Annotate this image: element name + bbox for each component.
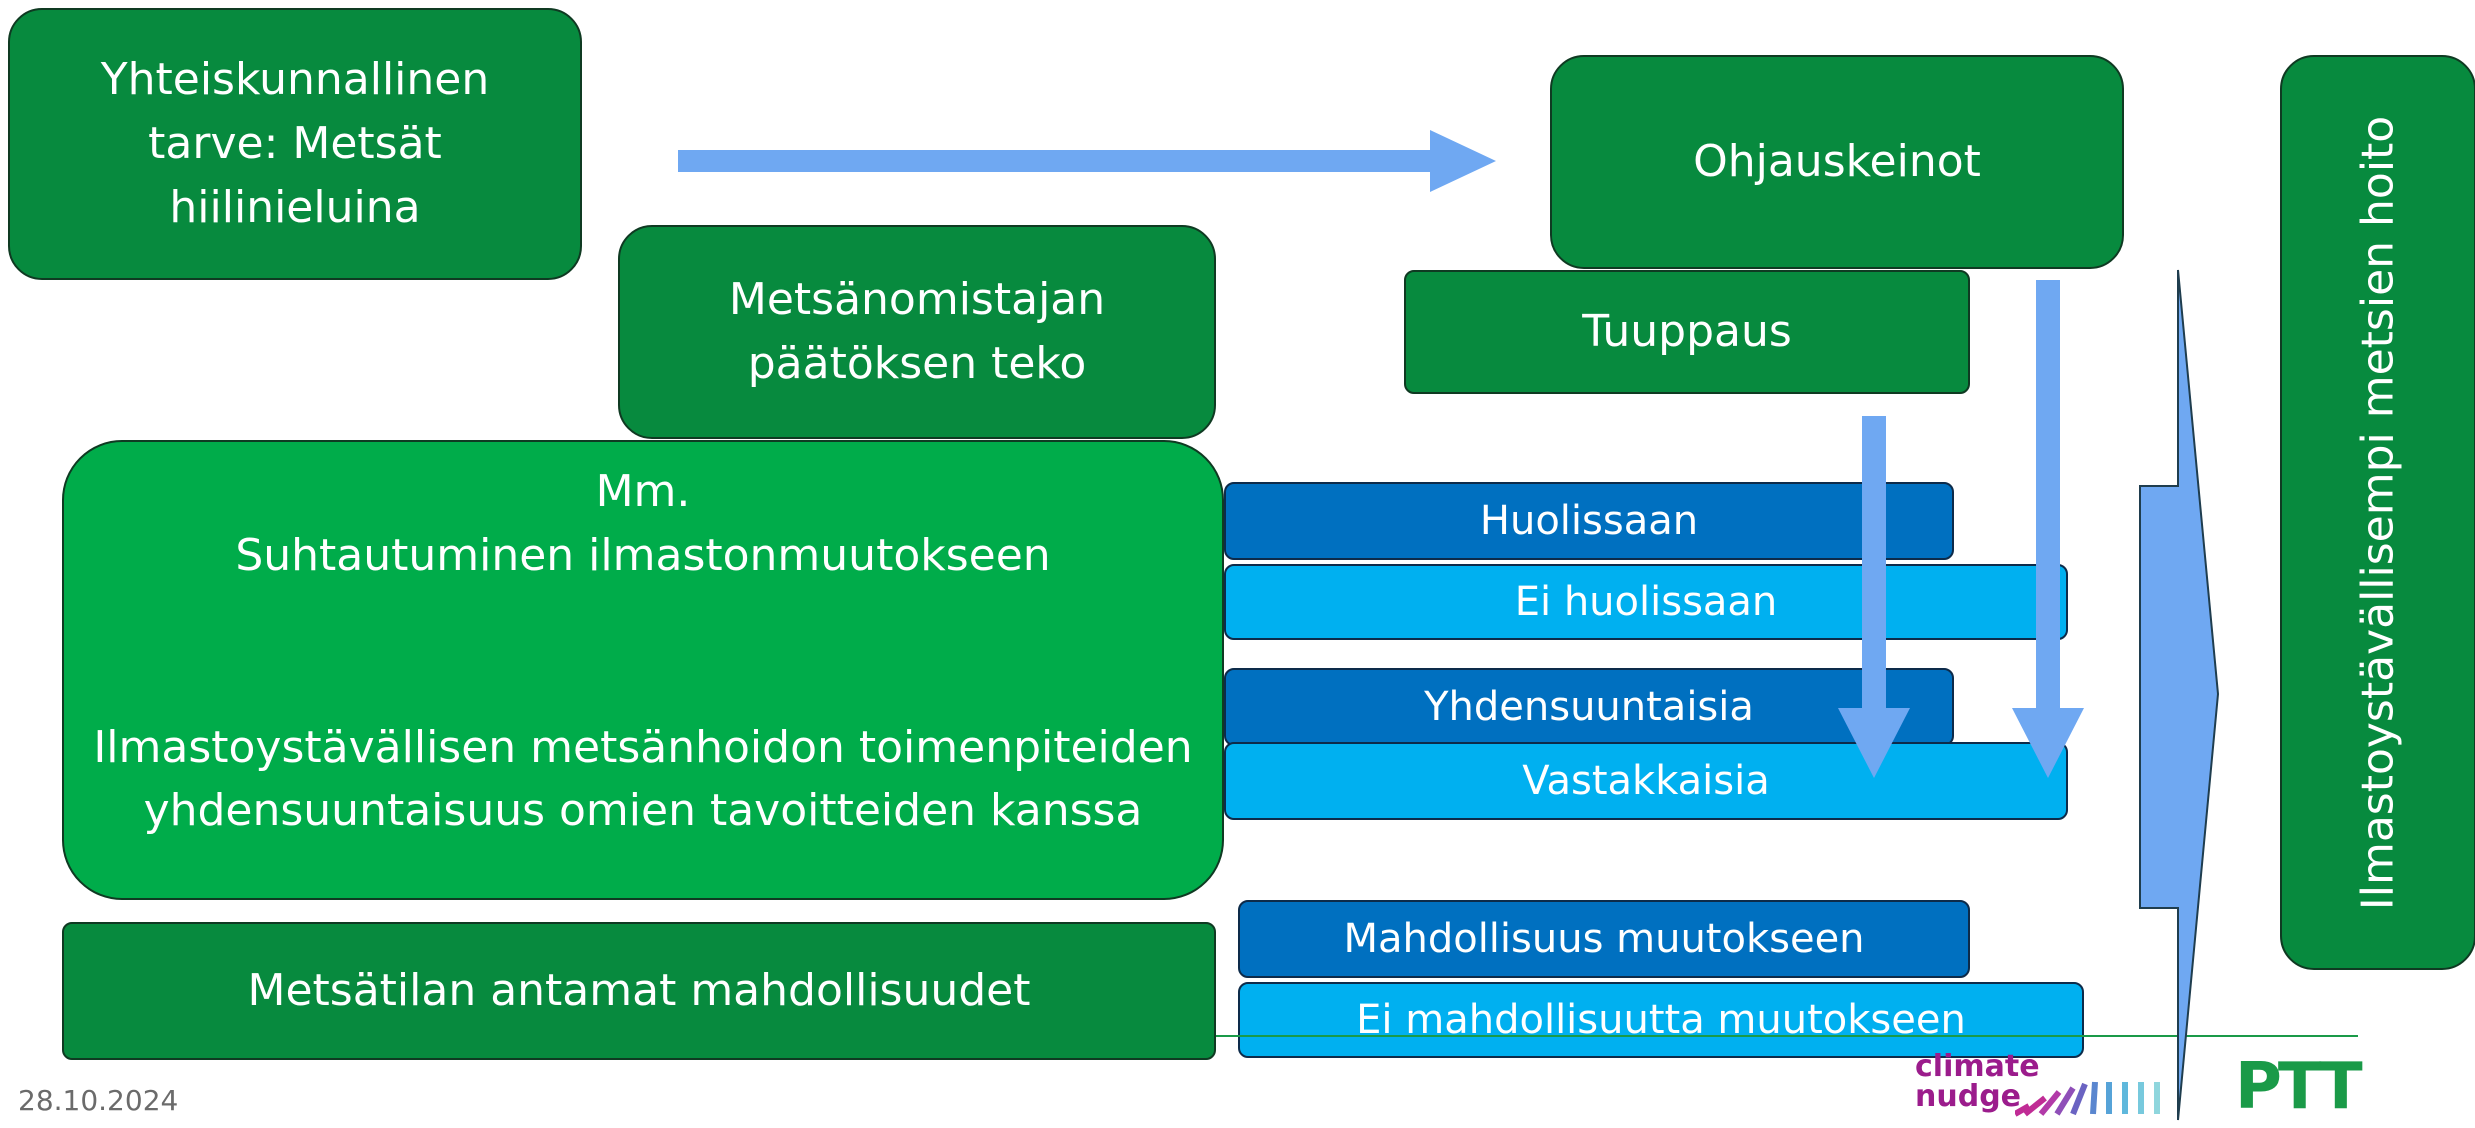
slide-date: 28.10.2024 — [18, 1084, 179, 1117]
attitude-box: Mm. Suhtautuminen ilmastonmuutokseen Ilm… — [62, 440, 1224, 900]
climate-nudge-logo-word-1: climate — [1915, 1049, 2040, 1084]
outcome-chevron — [2139, 269, 2220, 1121]
option-cannot-change: Ei mahdollisuutta muutokseen — [1238, 982, 2084, 1058]
option-worried: Huolissaan — [1224, 482, 1954, 560]
societal-need-line-1: Yhteiskunnallinen — [100, 54, 490, 106]
climate-nudge-logo-word-2: nudge — [1915, 1079, 2022, 1114]
option-can-change: Mahdollisuus muutokseen — [1238, 900, 1970, 978]
down-arrow-left — [1838, 416, 1910, 778]
climate-nudge-logo: climate nudge — [1915, 1049, 2160, 1117]
attitude-line-2: Suhtautuminen ilmastonmuutokseen — [235, 529, 1051, 581]
down-arrow-right — [2012, 280, 2084, 778]
option-can-change-label: Mahdollisuus muutokseen — [1343, 916, 1865, 962]
forest-estate-label: Metsätilan antamat mahdollisuudet — [247, 965, 1031, 1017]
option-opposing-label: Vastakkaisia — [1522, 758, 1770, 804]
owner-decision-box: Metsänomistajan päätöksen teko — [618, 225, 1216, 439]
climate-nudge-stripes — [2015, 1081, 2160, 1117]
ptt-logo: PTT — [2235, 1050, 2363, 1124]
goals-line-2: yhdensuuntaisuus omien tavoitteiden kans… — [143, 785, 1143, 837]
outcome-box: Ilmastoystävällisempi metsien hoito — [2280, 55, 2475, 970]
attitude-line-1: Mm. — [595, 466, 691, 517]
owner-decision-line-2: päätöksen teko — [747, 338, 1087, 389]
forest-estate-box: Metsätilan antamat mahdollisuudet — [62, 922, 1216, 1060]
goals-line-1: Ilmastoystävällisen metsänhoidon toimenp… — [93, 721, 1193, 773]
option-worried-label: Huolissaan — [1479, 498, 1699, 544]
option-opposing: Vastakkaisia — [1224, 742, 2068, 820]
option-aligned-label: Yhdensuuntaisia — [1424, 684, 1754, 730]
option-not-worried-label: Ei huolissaan — [1514, 579, 1778, 625]
option-not-worried: Ei huolissaan — [1224, 564, 2068, 640]
steering-means-label: Ohjauskeinot — [1693, 136, 1981, 188]
nudging-label: Tuuppaus — [1582, 306, 1792, 358]
societal-need-box: Yhteiskunnallinen tarve: Metsät hiilinie… — [8, 8, 582, 280]
option-aligned: Yhdensuuntaisia — [1224, 668, 1954, 746]
nudging-box: Tuuppaus — [1404, 270, 1970, 394]
societal-need-line-3: hiilinieluina — [169, 181, 421, 233]
steering-means-box: Ohjauskeinot — [1550, 55, 2124, 269]
owner-decision-line-1: Metsänomistajan — [728, 274, 1106, 326]
right-arrow — [678, 130, 1496, 192]
outcome-label: Ilmastoystävällisempi metsien hoito — [2352, 115, 2404, 910]
societal-need-line-2: tarve: Metsät — [148, 118, 442, 170]
